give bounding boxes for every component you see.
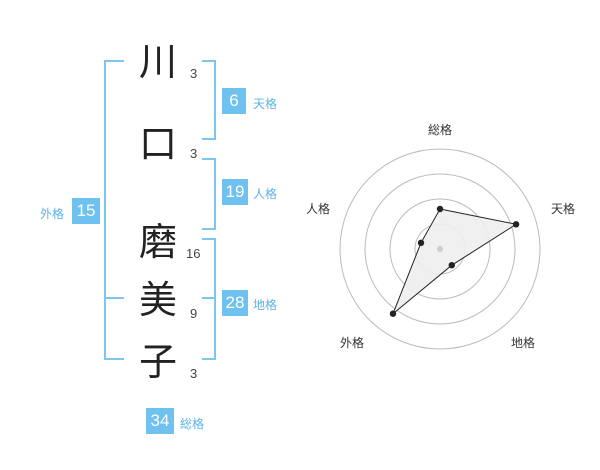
chikaku-label: 地格: [253, 298, 278, 312]
stroke-count-4: 9: [190, 306, 198, 321]
name-char-1: 川: [138, 40, 177, 84]
radar-ring: [364, 173, 516, 325]
jinkaku-label: 人格: [253, 187, 278, 201]
gaikaku-bracket: [104, 60, 124, 360]
name-char-2: 口: [138, 122, 177, 166]
radar-axis-label-chikaku: 地格: [511, 336, 536, 350]
jinkaku-bracket: [202, 158, 216, 230]
radar-point-3: [448, 262, 455, 269]
soukaku-label: 総格: [180, 417, 205, 431]
tenkaku-bracket: [202, 60, 216, 140]
tenkaku-value: 6: [222, 88, 246, 114]
radar-point-2: [512, 221, 520, 228]
name-char-3: 磨: [138, 220, 177, 264]
radar-series-polygon: [392, 208, 518, 315]
gaikaku-divider: [104, 297, 124, 299]
tenkaku-label: 天格: [253, 97, 278, 111]
stroke-count-1: 3: [190, 66, 198, 81]
chikaku-value: 28: [222, 290, 248, 316]
radar-axis-label-tenkaku: 天格: [551, 202, 576, 216]
gaikaku-value: 15: [72, 198, 100, 224]
radar-axis-label-soukaku: 総格: [428, 123, 453, 137]
stroke-count-3: 16: [186, 246, 201, 261]
chikaku-divider: [202, 297, 216, 299]
gaikaku-label: 外格: [40, 207, 65, 221]
radar-ring: [389, 198, 491, 300]
radar-ring: [339, 148, 541, 350]
name-char-4: 美: [138, 278, 177, 322]
radar-axis-label-jinkaku: 人格: [306, 202, 331, 216]
radar-center-dot: [437, 246, 443, 252]
stroke-count-5: 3: [190, 366, 198, 381]
chikaku-bracket: [202, 238, 216, 360]
name-char-5: 子: [138, 340, 177, 384]
soukaku-value: 34: [146, 408, 174, 434]
radar-point-4: [389, 310, 397, 317]
radar-axis-label-gaikaku: 外格: [340, 336, 365, 350]
jinkaku-value: 19: [222, 179, 248, 205]
radar-point-5: [417, 239, 425, 246]
radar-point-1: [436, 205, 444, 213]
stroke-count-2: 3: [190, 146, 198, 161]
